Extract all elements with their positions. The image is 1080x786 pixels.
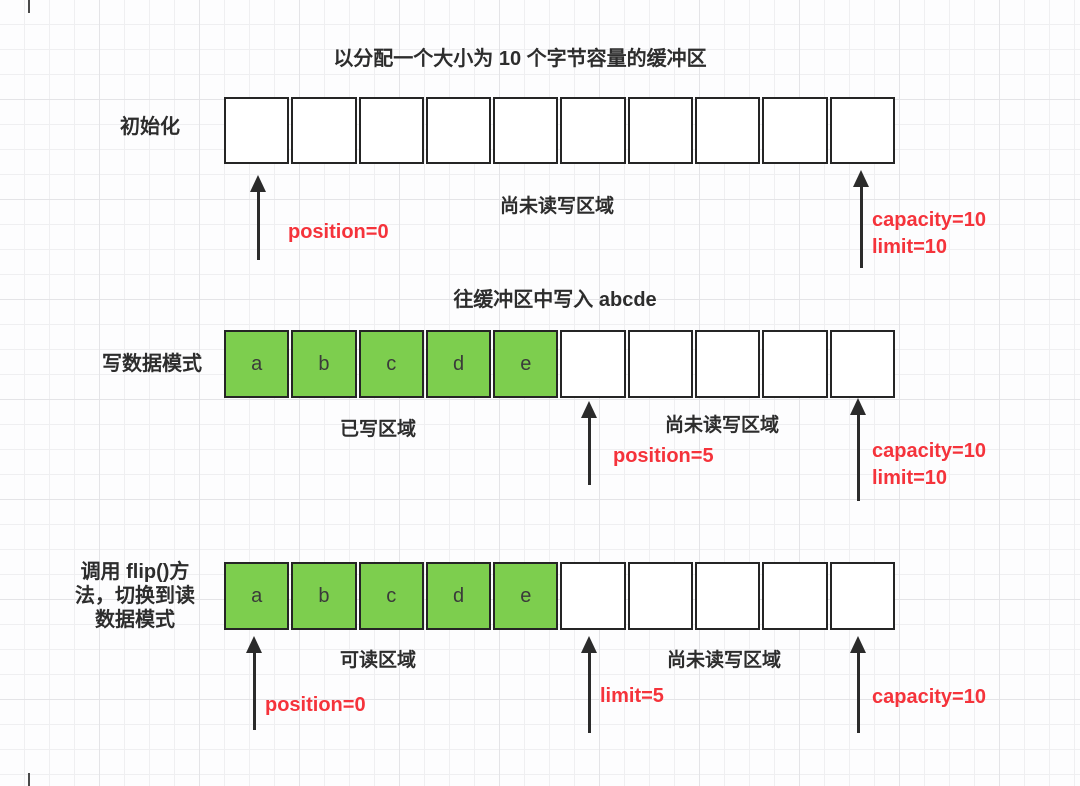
arrow-shaft [859,187,863,268]
arrow-shaft [252,653,256,730]
buffer-cell [829,97,895,164]
unread-area-label-write: 尚未读写区域 [664,415,779,436]
arrow-shaft [856,653,860,733]
limit-arrow-flip [581,636,597,733]
arrow-head-icon [853,170,869,187]
buffer-cell [695,562,761,630]
arrow-shaft [587,418,591,485]
buffer-cell [762,97,828,164]
section-label-flip: 调用 flip()方法，切换到读数据模式 [75,561,195,631]
readable-area-label: 可读区域 [339,650,416,671]
buffer-cell-a: a [224,330,290,398]
buffer-cell [762,562,828,630]
section-label-write-mode: 写数据模式 [102,353,202,375]
buffer-cell-c: c [358,562,424,630]
unread-area-label-flip: 尚未读写区域 [666,650,781,671]
buffer-cell [627,330,694,398]
buffer-cell [695,330,761,398]
canvas-edge-tick-top [28,0,30,13]
written-area-label: 已写区域 [339,419,416,440]
capacity-value-init: capacity=10 [872,209,986,231]
buffer-cell [224,97,290,164]
buffer-cell [627,97,694,164]
arrow-head-icon [250,175,266,192]
capacity-arrow-write [850,398,866,501]
limit-value-write: limit=10 [872,467,948,489]
buffer-cell [695,97,761,164]
arrow-head-icon [246,636,262,653]
capacity-value-write: capacity=10 [872,440,986,462]
arrow-head-icon [850,636,866,653]
title-write-abcde: 往缓冲区中写入 abcde [453,289,657,311]
arrow-head-icon [850,398,866,415]
title-allocate-buffer: 以分配一个大小为 10 个字节容量的缓冲区 [333,48,707,70]
buffer-cell-e: e [493,330,559,398]
buffer-cell [560,330,626,398]
buffer-cell [493,97,559,164]
unread-area-label-init: 尚未读写区域 [499,196,614,217]
buffer-cell-b: b [291,562,357,630]
capacity-arrow-init [853,170,869,268]
capacity-value-flip: capacity=10 [872,686,986,708]
buffer-cell [358,97,424,164]
buffer-cell-d: d [425,562,492,630]
position-value-init: position=0 [288,221,389,243]
capacity-arrow-flip [850,636,866,733]
buffer-cell [762,330,828,398]
canvas-edge-tick-bottom [28,773,30,786]
arrow-head-icon [581,401,597,418]
buffer-cell [829,330,895,398]
buffer-row-init [224,97,895,164]
position-value-write: position=5 [613,445,714,467]
position-value-flip: position=0 [265,694,366,716]
buffer-cell-b: b [291,330,357,398]
capacity-limit-values-init: capacity=10 limit=10 [872,207,986,261]
buffer-cell-c: c [358,330,424,398]
buffer-cell [560,97,626,164]
buffer-cell [560,562,626,630]
buffer-cell-e: e [493,562,559,630]
buffer-cell [425,97,492,164]
capacity-limit-values-write: capacity=10 limit=10 [872,438,986,492]
position-arrow-write [581,401,597,485]
limit-value-init: limit=10 [872,236,948,258]
buffer-cell-a: a [224,562,290,630]
buffer-cell [291,97,357,164]
arrow-shaft [587,653,591,733]
arrow-shaft [856,415,860,501]
position-arrow-flip [246,636,262,730]
buffer-cell-d: d [425,330,492,398]
limit-value-flip: limit=5 [600,685,664,707]
arrow-shaft [256,192,260,260]
arrow-head-icon [581,636,597,653]
buffer-cell [627,562,694,630]
buffer-cell [829,562,895,630]
section-label-init: 初始化 [120,116,180,138]
position-arrow-init [250,175,266,260]
